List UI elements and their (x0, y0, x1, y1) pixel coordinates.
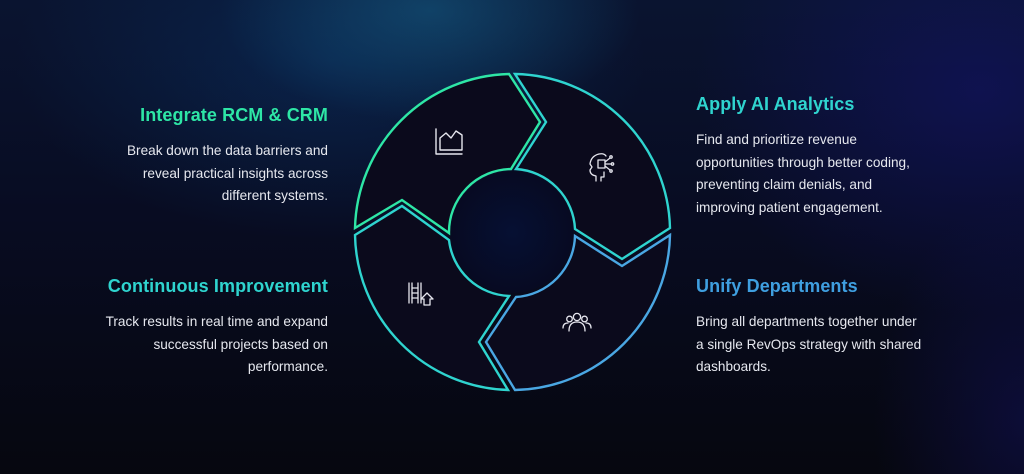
step-unify: Unify Departments Bring all departments … (696, 275, 996, 379)
team-icon (562, 312, 592, 332)
step-title: Integrate RCM & CRM (140, 105, 328, 125)
ladder-up-icon (408, 282, 434, 306)
ai-head-icon (589, 153, 615, 182)
step-continuous: Continuous Improvement Track results in … (28, 275, 328, 379)
area-chart-icon (435, 128, 463, 155)
segment-unify[interactable] (484, 232, 672, 392)
step-title: Unify Departments (696, 276, 858, 296)
step-title: Apply AI Analytics (696, 94, 855, 114)
step-integrate: Integrate RCM & CRM Break down the data … (48, 104, 328, 208)
step-apply-ai: Apply AI Analytics Find and prioritize r… (696, 93, 996, 219)
center-hub (451, 171, 573, 293)
step-description: Break down the data barriers and reveal … (126, 143, 328, 203)
step-title: Continuous Improvement (107, 276, 328, 296)
step-description: Bring all departments together under a s… (696, 314, 922, 374)
step-description: Track results in real time and expand su… (105, 314, 328, 374)
segment-apply-ai[interactable] (512, 72, 672, 261)
step-description: Find and prioritize revenue opportunitie… (696, 132, 910, 215)
